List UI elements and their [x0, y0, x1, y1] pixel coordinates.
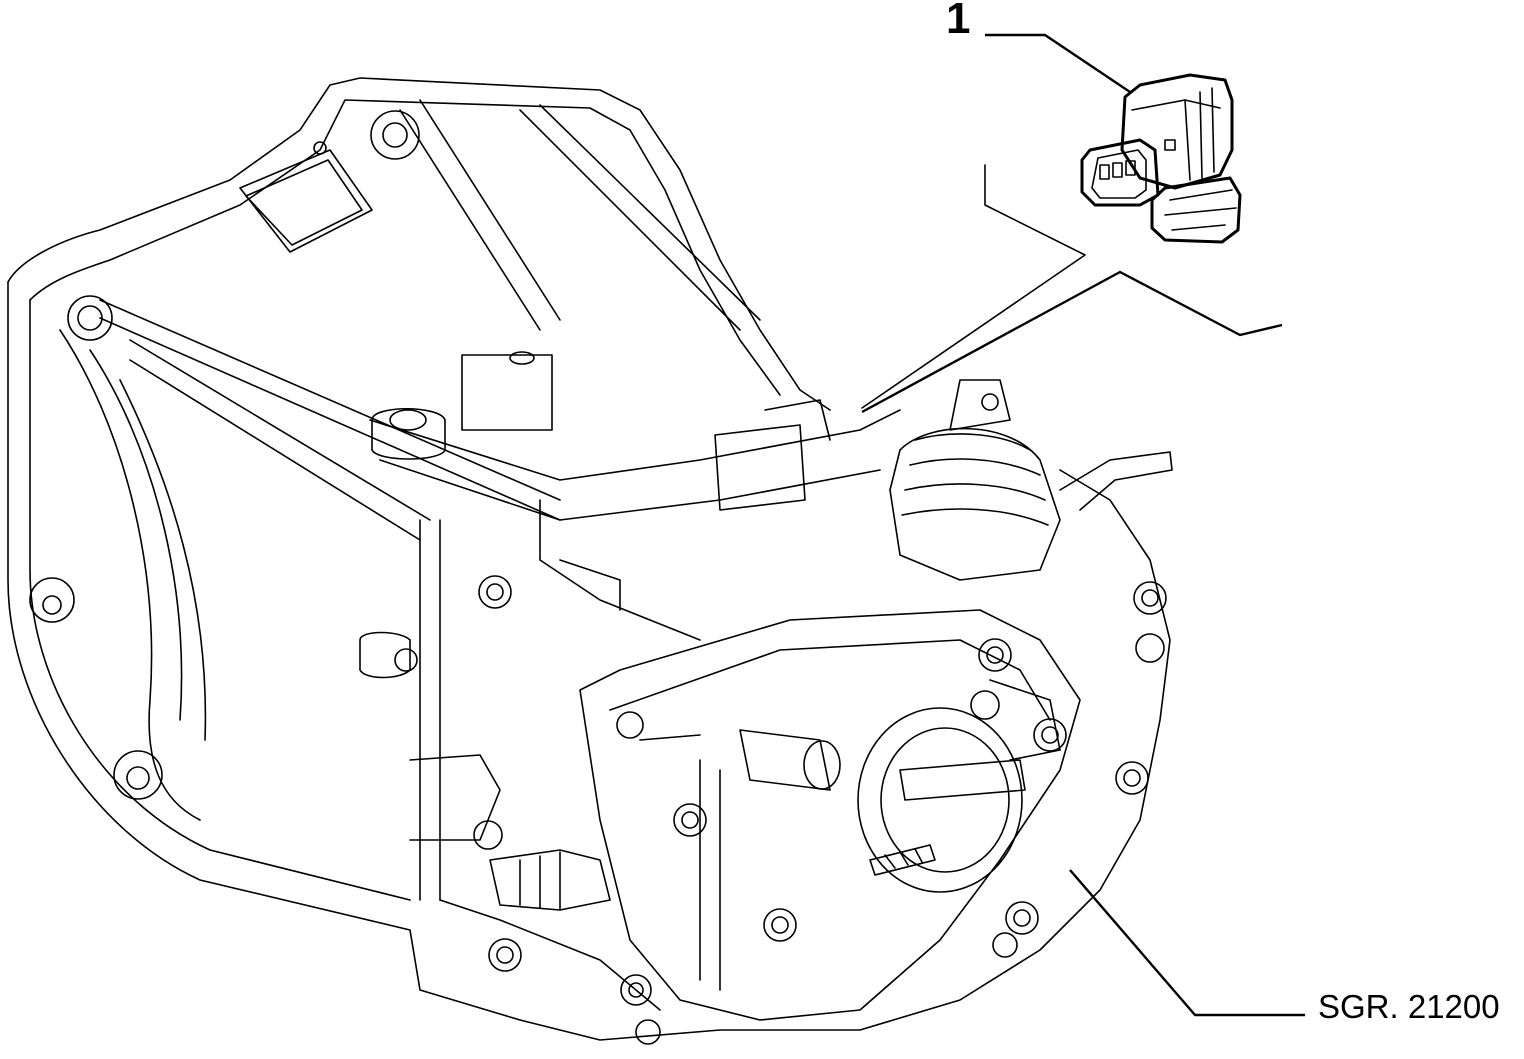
- callout-part-number-1: 1: [946, 0, 971, 43]
- leader-sgr: [1069, 869, 1305, 1017]
- leader-lines: [861, 33, 1305, 1017]
- sensor-switch-part-1: [1080, 73, 1242, 244]
- callout-group-reference: SGR. 21200: [1318, 988, 1500, 1025]
- leader-part-1: [985, 33, 1131, 93]
- gearbox-housing: [7, 77, 1173, 1045]
